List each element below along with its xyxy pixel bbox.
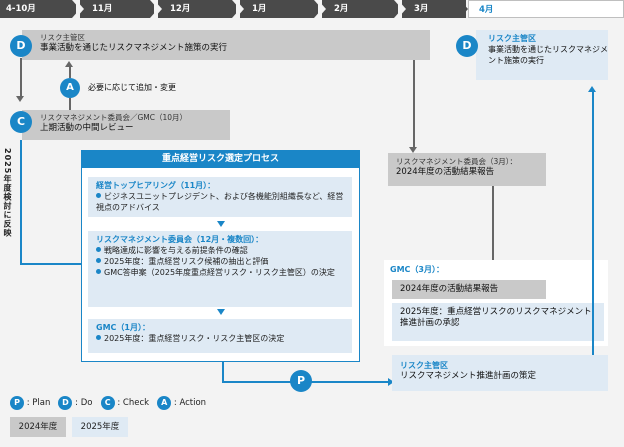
risk-selection-process: 重点経営リスク選定プロセス 経営トップヒアリング（11月）： ビジネスユニットプ… bbox=[81, 150, 360, 362]
process-step-hearing: 経営トップヒアリング（11月）： ビジネスユニットプレジデント、および各機能別組… bbox=[88, 177, 352, 217]
arrow-down bbox=[217, 221, 225, 227]
legend-item: D : Do bbox=[58, 396, 93, 410]
box-label: リスク主管区 bbox=[400, 361, 448, 370]
check-circle: C bbox=[10, 111, 32, 133]
step-item: 2025年度：重点経営リスク候補の抽出と評価 bbox=[96, 256, 344, 267]
timeline-arrow bbox=[236, 0, 244, 18]
arrow-down bbox=[217, 309, 225, 315]
box-label: リスク主管区 bbox=[40, 33, 85, 42]
gmc-report-box: 2024年度の活動結果報告 bbox=[392, 280, 546, 299]
legend-fy2024: 2024年度 bbox=[10, 417, 66, 437]
action-text: 必要に応じて追加・変更 bbox=[88, 83, 176, 92]
box-text: 事業活動を通じたリスクマネジメント施策の実行 bbox=[40, 43, 228, 53]
timeline-month: 3月 bbox=[402, 0, 466, 18]
arrow-up bbox=[588, 86, 596, 92]
plan-box: リスク主管区 リスクマネジメント推進計画の策定 bbox=[392, 355, 608, 391]
timeline-month: 12月 bbox=[158, 0, 232, 18]
connector bbox=[592, 92, 594, 355]
step-item: ビジネスユニットプレジデント、および各機能別組織長など、経営視点のアドバイス bbox=[96, 192, 344, 212]
legend-item: C : Check bbox=[100, 396, 149, 410]
timeline-month-current: 4月 bbox=[468, 0, 624, 18]
timeline-month: 1月 bbox=[240, 0, 314, 18]
do-box-fy2024: リスク主管区 事業活動を通じたリスクマネジメント施策の実行 bbox=[22, 30, 430, 60]
box-text: 上期活動の中間レビュー bbox=[40, 123, 134, 133]
arrow-down bbox=[409, 147, 417, 153]
arrow-down bbox=[16, 96, 24, 102]
step-item: 戦略達成に影響を与える前提条件の確認 bbox=[96, 245, 344, 256]
arrow-right bbox=[388, 378, 394, 386]
box-text: 事業活動を通じたリスクマネジメント施策の実行 bbox=[488, 45, 608, 65]
box-label: リスクマネジメント委員会／GMC（10月） bbox=[40, 113, 188, 122]
timeline-month: 4-10月 bbox=[0, 0, 72, 18]
check-box: リスクマネジメント委員会／GMC（10月） 上期活動の中間レビュー bbox=[22, 110, 230, 140]
do-circle: D bbox=[456, 35, 478, 57]
do-box-fy2025: リスク主管区 事業活動を通じたリスクマネジメント施策の実行 bbox=[476, 30, 608, 80]
connector bbox=[69, 66, 71, 78]
timeline-arrow bbox=[76, 0, 84, 18]
step-label: 経営トップヒアリング（11月）： bbox=[96, 181, 216, 190]
gmc-approval-box: 2025年度：重点経営リスクのリスクマネジメント推進計画の承認 bbox=[392, 303, 604, 341]
box-text: 2025年度：重点経営リスクのリスクマネジメント推進計画の承認 bbox=[400, 307, 592, 328]
feedback-connector bbox=[20, 140, 22, 264]
legend-fy2025: 2025年度 bbox=[72, 417, 128, 437]
legend-item: A : Action bbox=[157, 396, 206, 410]
timeline-month: 2月 bbox=[322, 0, 394, 18]
feedback-vertical-text: 2025年度検討に反映 bbox=[3, 148, 12, 238]
process-step-gmc: GMC（1月）： 2025年度：重点経営リスク・リスク主管区の決定 bbox=[88, 319, 352, 353]
committee-march-box: リスクマネジメント委員会（3月）： 2024年度の活動結果報告 bbox=[388, 153, 546, 186]
timeline-month: 11月 bbox=[80, 0, 150, 18]
action-circle: A bbox=[60, 78, 80, 98]
step-label: リスクマネジメント委員会（12月・複数回）： bbox=[96, 235, 264, 244]
box-text: リスクマネジメント推進計画の策定 bbox=[400, 371, 537, 381]
legend: P : Plan D : Do C : Check A : Action bbox=[10, 396, 206, 410]
connector bbox=[69, 98, 71, 110]
step-item: GMC答申案（2025年度重点経営リスク・リスク主管区）の決定 bbox=[96, 267, 344, 278]
step-label: GMC（1月）： bbox=[96, 323, 150, 332]
process-title: 重点経営リスク選定プロセス bbox=[82, 151, 359, 168]
timeline-arrow bbox=[460, 0, 468, 18]
connector bbox=[492, 186, 494, 274]
box-label: リスクマネジメント委員会（3月）： bbox=[396, 157, 518, 166]
plan-connector bbox=[222, 362, 224, 382]
feedback-connector bbox=[20, 263, 82, 265]
timeline-arrow bbox=[154, 0, 162, 18]
timeline-arrow bbox=[318, 0, 326, 18]
plan-circle: P bbox=[290, 370, 312, 392]
step-item: 2025年度：重点経営リスク・リスク主管区の決定 bbox=[96, 333, 344, 344]
legend-item: P : Plan bbox=[10, 396, 50, 410]
box-text: 2024年度の活動結果報告 bbox=[396, 167, 495, 177]
do-circle: D bbox=[10, 35, 32, 57]
arrow-up bbox=[65, 61, 73, 67]
box-text: 2024年度の活動結果報告 bbox=[400, 284, 499, 294]
process-step-committee: リスクマネジメント委員会（12月・複数回）： 戦略達成に影響を与える前提条件の確… bbox=[88, 231, 352, 307]
box-label: リスク主管区 bbox=[488, 34, 536, 43]
timeline-arrow bbox=[398, 0, 406, 18]
connector bbox=[413, 60, 415, 148]
box-label: GMC（3月）： bbox=[390, 265, 444, 274]
connector bbox=[20, 58, 22, 96]
